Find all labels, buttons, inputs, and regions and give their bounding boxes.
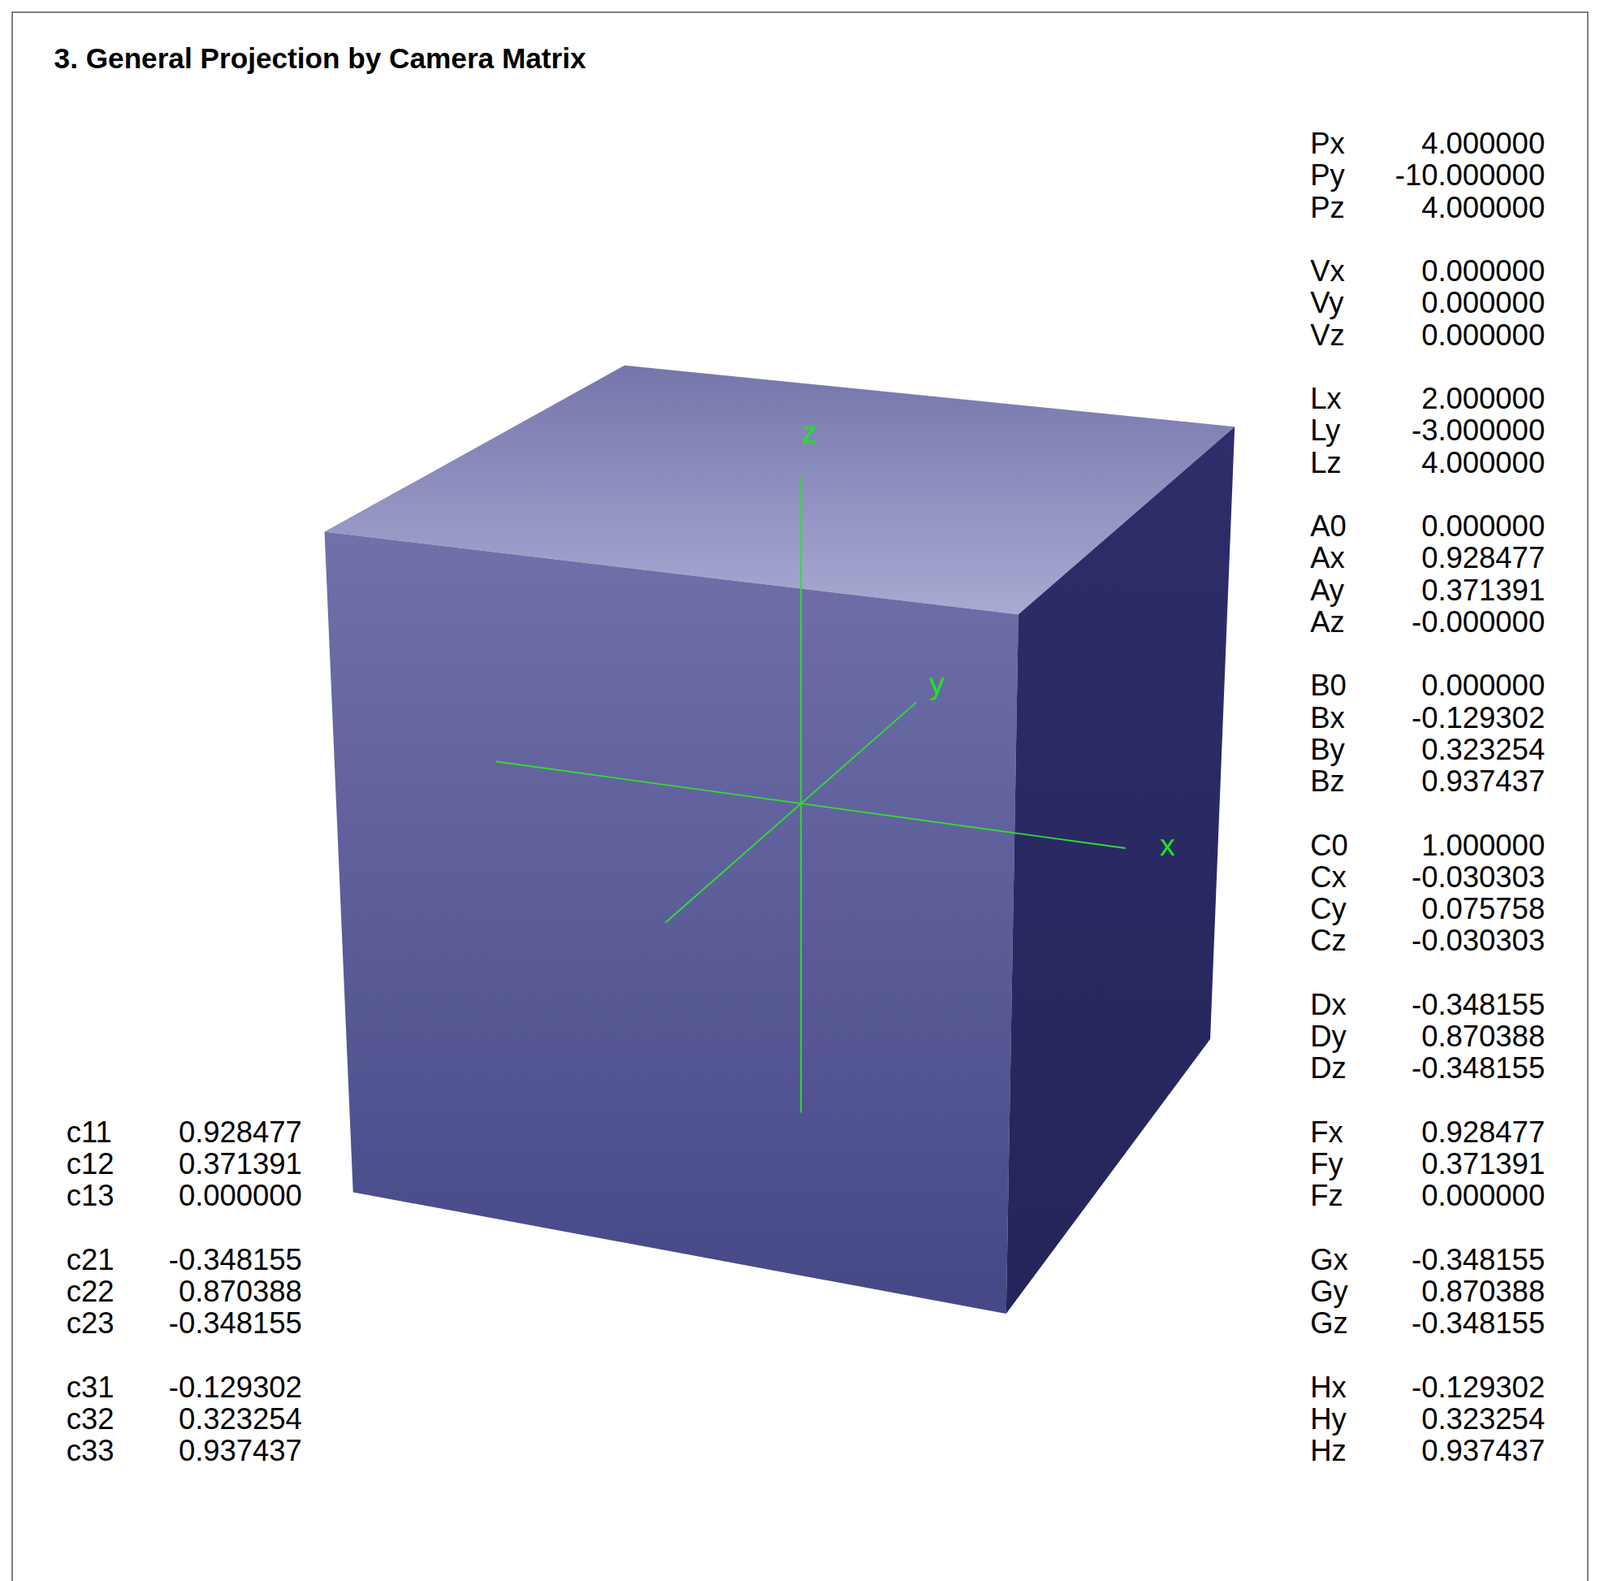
parameter-value: -0.348155 (168, 1306, 303, 1341)
parameter-value: -3.000000 (1411, 414, 1545, 449)
parameter-value: -0.348155 (1411, 987, 1545, 1022)
parameter-name: Cx (1310, 860, 1347, 895)
parameter-name: Vy (1310, 286, 1344, 321)
parameter-value: 0.000000 (1421, 509, 1545, 544)
parameter-value: 4.000000 (1421, 190, 1545, 225)
parameter-value: 0.000000 (1421, 1179, 1545, 1214)
parameter-value: 0.937437 (178, 1434, 303, 1469)
parameter-value: 0.371391 (1421, 1147, 1545, 1182)
parameter-value: 0.075758 (1421, 891, 1545, 926)
parameter-value: 0.371391 (1421, 573, 1545, 608)
parameter-value: -0.000000 (1411, 605, 1545, 640)
parameter-name: Vx (1310, 254, 1345, 289)
parameter-value: 2.000000 (1421, 381, 1545, 416)
x-axis (496, 761, 1126, 848)
parameter-value: -0.348155 (1411, 1051, 1545, 1086)
cube-front-face (324, 531, 1019, 1314)
axes (496, 477, 1126, 1112)
parameter-name: Py (1310, 158, 1345, 193)
parameter-name: Px (1310, 126, 1345, 161)
parameter-name: Gy (1310, 1275, 1349, 1310)
parameter-name: c23 (66, 1306, 115, 1341)
parameter-name: Az (1310, 605, 1345, 640)
parameter-name: c22 (66, 1275, 115, 1310)
frame (12, 12, 1588, 1581)
parameter-value: 0.928477 (1421, 1115, 1545, 1150)
parameter-value: 0.323254 (1421, 732, 1545, 767)
parameter-value: 0.371391 (178, 1147, 303, 1182)
parameter-value: 0.937437 (1421, 1434, 1545, 1469)
parameter-value: -0.348155 (168, 1242, 303, 1277)
parameter-value: 0.928477 (178, 1115, 303, 1150)
parameter-name: A0 (1310, 509, 1347, 544)
parameter-value: 0.000000 (1421, 318, 1545, 353)
parameter-value: 0.323254 (1421, 1402, 1545, 1437)
parameter-name: Fx (1310, 1115, 1343, 1150)
parameter-value: 0.323254 (178, 1402, 303, 1437)
parameter-name: c12 (66, 1147, 115, 1182)
parameter-name: C0 (1310, 828, 1349, 863)
parameter-name: Hz (1310, 1434, 1347, 1469)
parameter-value: -10.000000 (1395, 158, 1545, 193)
parameter-name: By (1310, 732, 1345, 767)
parameter-name: Gx (1310, 1242, 1349, 1277)
parameter-name: c32 (66, 1402, 115, 1437)
axis-label: x (1159, 827, 1176, 863)
parameter-value: -0.030303 (1411, 860, 1545, 895)
parameter-name: c31 (66, 1370, 115, 1405)
parameter-name: Vz (1310, 318, 1345, 353)
parameter-name: Gz (1310, 1306, 1349, 1341)
parameter-name: c11 (66, 1115, 113, 1150)
parameter-value: -0.129302 (168, 1370, 303, 1405)
parameter-value: 1.000000 (1421, 828, 1545, 863)
parameter-name: c21 (66, 1242, 115, 1277)
parameter-value: -0.030303 (1411, 924, 1545, 959)
parameter-name: Cy (1310, 891, 1347, 926)
parameter-value: -0.348155 (1411, 1306, 1545, 1341)
parameter-value: 0.870388 (1421, 1275, 1545, 1310)
z-axis (800, 477, 802, 1112)
axis-label: z (801, 415, 818, 450)
parameter-name: Bx (1310, 700, 1345, 736)
axis-label: y (929, 665, 945, 701)
parameter-name: Bz (1310, 764, 1345, 799)
parameter-name: Ay (1310, 573, 1345, 608)
parameter-value: 4.000000 (1421, 126, 1545, 161)
parameter-name: Pz (1310, 190, 1345, 225)
parameter-value: 0.870388 (178, 1275, 303, 1310)
parameter-name: Dz (1310, 1051, 1347, 1086)
parameter-name: Dy (1310, 1020, 1347, 1055)
parameter-name: Dx (1310, 987, 1347, 1022)
parameter-name: Fy (1310, 1147, 1343, 1182)
parameter-value: 0.000000 (1421, 669, 1545, 704)
parameter-value: 0.937437 (1421, 764, 1545, 799)
parameter-name: c33 (66, 1434, 115, 1469)
parameter-name: Cz (1310, 924, 1347, 959)
parameter-name: c13 (66, 1179, 115, 1214)
parameter-value: 0.000000 (1421, 254, 1545, 289)
y-axis (665, 701, 917, 922)
parameter-value: -0.129302 (1411, 700, 1545, 736)
parameter-name: Ly (1310, 414, 1341, 449)
parameter-name: Hy (1310, 1402, 1347, 1437)
parameter-value: -0.348155 (1411, 1242, 1545, 1277)
cube-right-face (1006, 426, 1235, 1314)
parameter-value: -0.129302 (1411, 1370, 1545, 1405)
parameter-name: Lz (1310, 445, 1341, 480)
parameter-value: 0.870388 (1421, 1020, 1545, 1055)
parameter-name: Fz (1310, 1179, 1343, 1214)
parameter-value: 0.000000 (1421, 286, 1545, 321)
title: 3. General Projection by Camera Matrix (54, 43, 587, 76)
parameter-value: 0.000000 (178, 1179, 303, 1214)
parameter-value: 0.928477 (1421, 541, 1545, 576)
parameter-value: 4.000000 (1421, 445, 1545, 480)
parameter-name: Hx (1310, 1370, 1347, 1405)
parameter-name: Lx (1310, 381, 1341, 416)
parameter-name: B0 (1310, 669, 1347, 704)
parameter-name: Ax (1310, 541, 1345, 576)
